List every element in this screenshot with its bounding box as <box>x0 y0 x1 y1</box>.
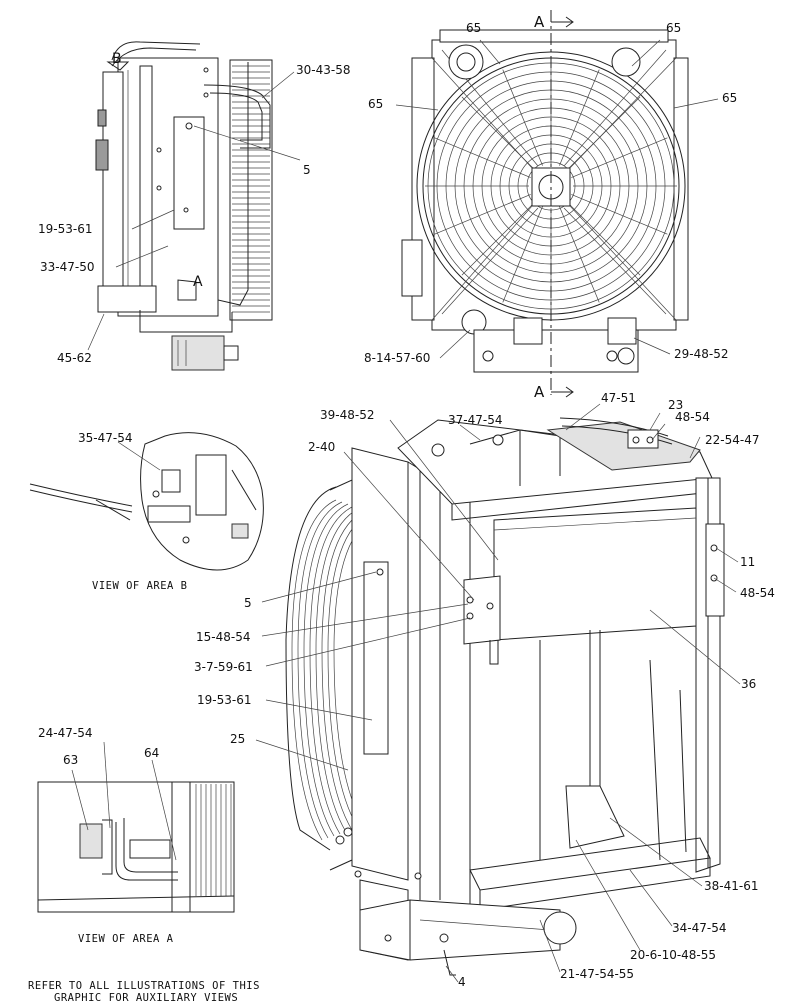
section-marker-a-top: A <box>534 13 545 31</box>
callout-25: 25 <box>230 732 246 746</box>
callout-3-7-59-61: 3-7-59-61 <box>194 660 253 674</box>
coil-line <box>321 509 367 831</box>
view-marker-b: B <box>112 51 122 67</box>
coil-line <box>297 501 343 839</box>
callout-33-47-50: 33-47-50 <box>40 260 95 274</box>
callout-19-53-61-side-view: 19-53-61 <box>38 222 93 236</box>
callout-29-48-52: 29-48-52 <box>674 347 729 361</box>
callout-11: 11 <box>740 555 756 569</box>
callout-15-48-54: 15-48-54 <box>196 630 251 644</box>
caption-view-of-area-a: VIEW OF AREA A <box>78 933 174 945</box>
callout-65-right: 65 <box>722 91 738 105</box>
fan-guard-spoke <box>571 194 668 235</box>
detail-view-area-a <box>37 781 235 913</box>
callout-36: 36 <box>741 677 757 691</box>
coil-line <box>303 503 349 837</box>
callout-4: 4 <box>458 975 466 989</box>
fan-guard-spoke <box>559 206 600 303</box>
caption-refer-line-1: REFER TO ALL ILLUSTRATIONS OF THIS <box>28 980 260 992</box>
callout-22-54-47: 22-54-47 <box>705 433 760 447</box>
side-view-radiator <box>95 41 273 371</box>
callout-21-47-54-55: 21-47-54-55 <box>560 967 635 981</box>
callout-23: 23 <box>668 398 684 412</box>
side-fins <box>232 65 270 313</box>
detail-a-fins <box>195 784 232 896</box>
coil-line <box>291 499 337 841</box>
callout-65-left: 65 <box>368 97 384 111</box>
main-isometric-view <box>285 417 725 976</box>
fan-guard-spoke <box>566 201 641 276</box>
section-marker-a-bottom: A <box>534 383 545 401</box>
callout-47-51: 47-51 <box>601 391 636 405</box>
front-view-fan <box>401 10 689 398</box>
callout-24-47-54: 24-47-54 <box>38 726 93 740</box>
callout-37-47-54: 37-47-54 <box>448 413 503 427</box>
fan-guard-spoke <box>502 69 543 166</box>
callout-38-41-61: 38-41-61 <box>704 879 759 893</box>
callout-48-54-top: 48-54 <box>675 410 710 424</box>
callout-35-47-54: 35-47-54 <box>78 431 133 445</box>
callout-30-43-58: 30-43-58 <box>296 63 351 77</box>
leader-lines <box>71 39 741 983</box>
fan-guard-spoke <box>559 69 600 166</box>
fan-guard-spoke <box>571 137 668 178</box>
callout-45-62: 45-62 <box>57 351 92 365</box>
caption-refer-line-2: GRAPHIC FOR AUXILIARY VIEWS <box>54 992 239 1004</box>
callout-65-top-right: 65 <box>666 21 682 35</box>
fan-guard-spoke <box>434 194 531 235</box>
fan-guard-spoke <box>461 201 536 276</box>
callout-65-top-left: 65 <box>466 21 482 35</box>
callout-48-54-right: 48-54 <box>740 586 775 600</box>
callout-5-side-view: 5 <box>303 163 311 177</box>
fan-guard-spokes <box>425 60 677 312</box>
coil-line <box>327 511 373 829</box>
fan-guard-spoke <box>434 137 531 178</box>
callout-20-6-10-48-55: 20-6-10-48-55 <box>630 948 717 962</box>
view-marker-a: A <box>193 274 203 290</box>
callout-2-40: 2-40 <box>308 440 336 454</box>
callout-63: 63 <box>63 753 79 767</box>
callout-39-48-52: 39-48-52 <box>320 408 375 422</box>
caption-view-of-area-b: VIEW OF AREA B <box>92 580 188 592</box>
callout-5-main: 5 <box>244 596 252 610</box>
detail-view-area-b <box>29 432 264 571</box>
callout-34-47-54: 34-47-54 <box>672 921 727 935</box>
callout-64: 64 <box>144 746 160 760</box>
coil-line <box>315 507 361 833</box>
fan-guard-spoke <box>502 206 543 303</box>
callout-19-53-61-main: 19-53-61 <box>197 693 252 707</box>
callout-8-14-57-60: 8-14-57-60 <box>364 351 431 365</box>
coil-line <box>309 505 355 835</box>
